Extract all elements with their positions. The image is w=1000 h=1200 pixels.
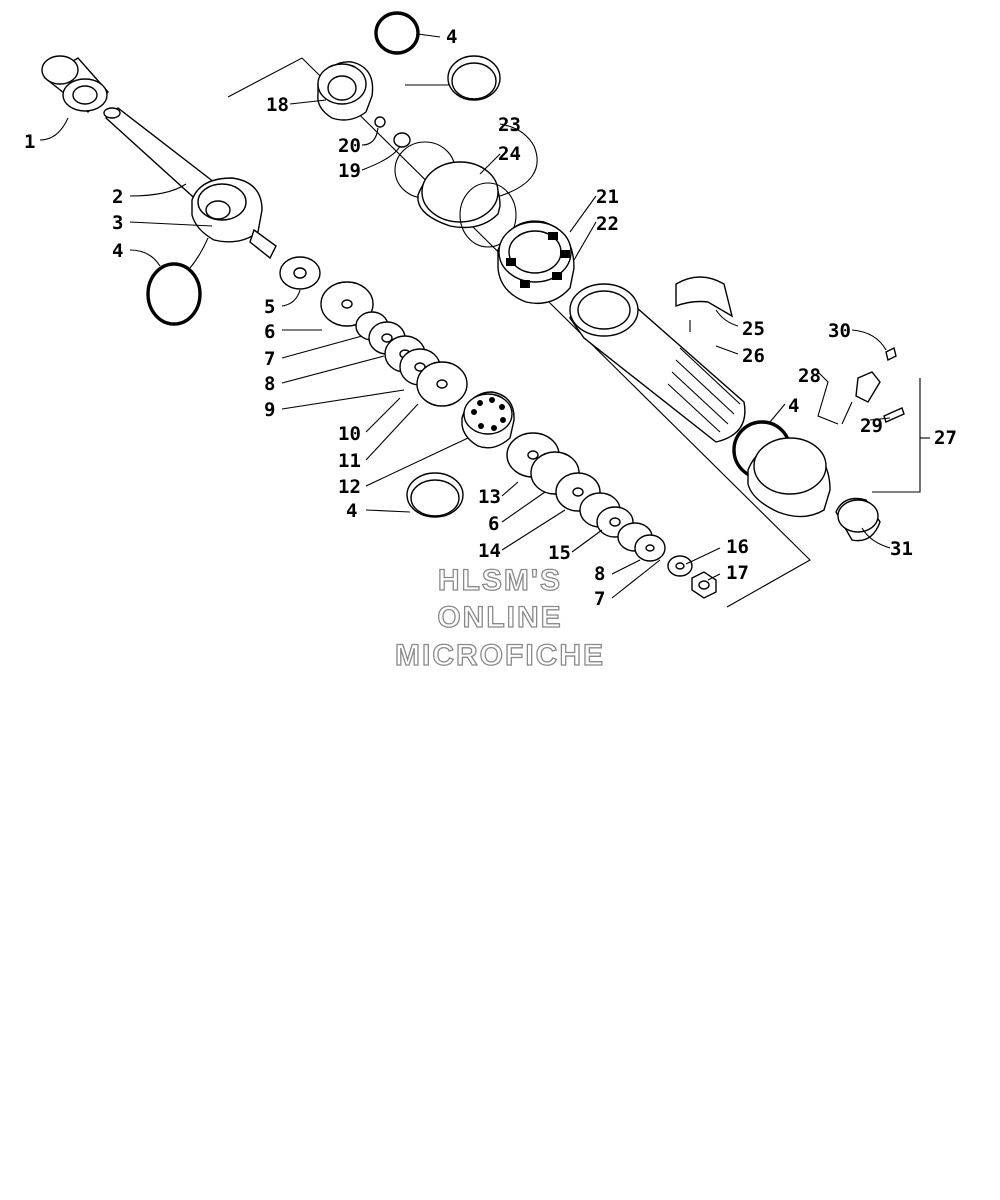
callout-6: 6 <box>488 513 499 535</box>
callout-29: 29 <box>860 415 883 437</box>
watermark-line-2: ONLINE <box>437 601 562 634</box>
part-21-22-spring-adjuster <box>497 220 575 305</box>
callout-10: 10 <box>338 423 361 445</box>
callout-7: 7 <box>594 588 605 610</box>
callout-22: 22 <box>596 213 619 235</box>
callout-2: 2 <box>112 186 123 208</box>
part-5-washer <box>279 256 321 290</box>
watermark-line-3: MICROFICHE <box>395 639 605 672</box>
part-27-reservoir-cap <box>747 437 831 518</box>
callout-27: 27 <box>934 427 957 449</box>
callout-17: 17 <box>726 562 749 584</box>
callout-25: 25 <box>742 318 765 340</box>
callout-28: 28 <box>798 365 821 387</box>
part-26-shock-body <box>569 283 746 443</box>
part-11-piston <box>461 391 515 449</box>
part-23-24-rings <box>394 141 517 248</box>
callout-1: 1 <box>24 131 35 153</box>
callout-4: 4 <box>446 26 457 48</box>
callout-19: 19 <box>338 160 361 182</box>
callout-31: 31 <box>890 538 913 560</box>
callout-7: 7 <box>264 348 275 370</box>
part-19-valve <box>393 132 411 148</box>
callout-15: 15 <box>548 542 571 564</box>
callout-23: 23 <box>498 114 521 136</box>
callout-5: 5 <box>264 296 275 318</box>
part-4-piston-band <box>406 472 464 518</box>
part-1-bushing <box>41 55 109 113</box>
part-20-small-oring <box>374 116 386 128</box>
part-16-washer <box>667 555 693 577</box>
shim-stack-lower <box>506 432 666 562</box>
callout-3: 3 <box>112 212 123 234</box>
callout-12: 12 <box>338 476 361 498</box>
callout-6: 6 <box>264 321 275 343</box>
shim-stack-upper <box>320 281 468 407</box>
callout-4: 4 <box>788 395 799 417</box>
callout-9: 9 <box>264 399 275 421</box>
part-31-bushing <box>835 497 881 542</box>
callout-30: 30 <box>828 320 851 342</box>
part-28-valve <box>855 371 881 403</box>
callout-8: 8 <box>594 563 605 585</box>
part-25-bump-cover <box>675 276 734 318</box>
callout-8: 8 <box>264 373 275 395</box>
callout-labels: 1 2 3 4 5 6 7 8 9 10 11 12 4 13 6 14 15 … <box>24 26 957 610</box>
part-18-bearing-cap <box>317 61 374 121</box>
part-4-oring-left <box>146 262 202 326</box>
part-30-screw <box>885 346 897 362</box>
callout-24: 24 <box>498 143 521 165</box>
part-4-oring-top <box>374 11 420 55</box>
callout-4: 4 <box>346 500 357 522</box>
callout-21: 21 <box>596 186 619 208</box>
leader-lines <box>39 33 930 599</box>
callout-13: 13 <box>478 486 501 508</box>
callout-26: 26 <box>742 345 765 367</box>
callout-14: 14 <box>478 540 501 562</box>
callout-20: 20 <box>338 135 361 157</box>
assembly-outline <box>227 57 811 608</box>
watermark-line-1: HLSM'S <box>438 564 562 597</box>
part-29-oring <box>883 407 905 423</box>
callout-18: 18 <box>266 94 289 116</box>
callout-11: 11 <box>338 450 361 472</box>
part-4-band-top <box>447 55 501 101</box>
callout-16: 16 <box>726 536 749 558</box>
part-17-nut <box>691 571 717 599</box>
watermark: HLSM'S ONLINE MICROFICHE <box>394 563 605 672</box>
callout-4: 4 <box>112 240 123 262</box>
